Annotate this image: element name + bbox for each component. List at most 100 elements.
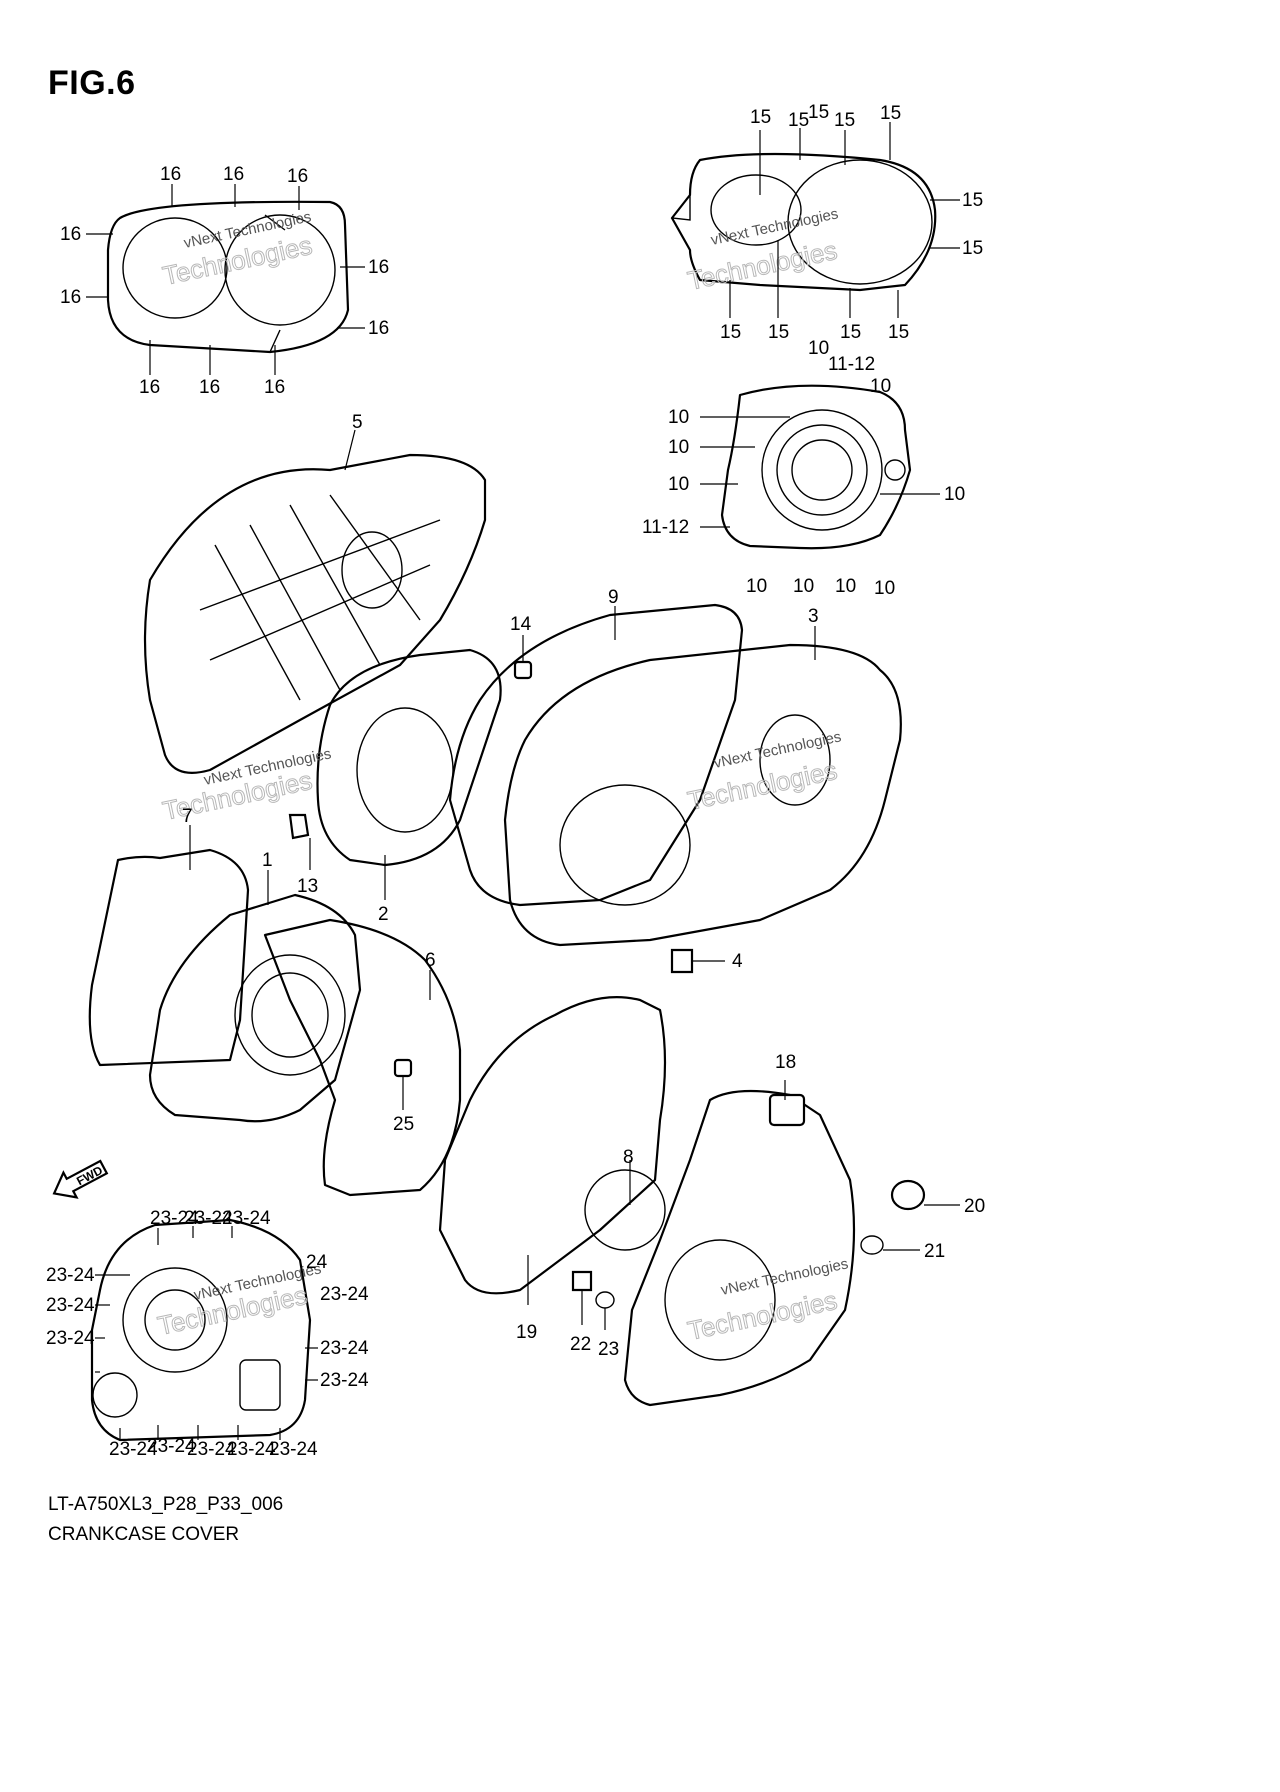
cover-17	[623, 1089, 856, 1407]
callout-15-k: 15	[888, 322, 909, 343]
dowel-14	[513, 660, 533, 680]
callout-10-i: 10	[835, 576, 856, 597]
callout-16-f: 16	[368, 257, 389, 278]
cover-23-bore-inner	[144, 1289, 206, 1351]
callout-13: 13	[297, 876, 318, 897]
gear-cover-port	[884, 459, 906, 481]
callout-23-b: 23-24	[184, 1208, 233, 1229]
callout-labels: 16 16 16 16 16 16 16 16 16 16 15 15 15 1…	[46, 102, 985, 1460]
watermarks: vNext Technologies vNext Technologies vN…	[155, 205, 850, 1346]
callout-15-c: 15	[808, 102, 829, 123]
callout-10-f: 10	[944, 484, 965, 505]
outer-cover-rib-d	[329, 494, 421, 621]
washer-22	[595, 1291, 615, 1309]
callout-16-a: 16	[160, 164, 181, 185]
callout-10-a: 10	[808, 338, 829, 359]
outer-cover-rib-f	[209, 564, 431, 661]
callout-10-d: 10	[668, 437, 689, 458]
callout-16-e: 16	[60, 287, 81, 308]
outer-clutch-cover-5	[143, 453, 487, 774]
cover-1	[148, 893, 362, 1123]
gasket-15-right-window	[787, 159, 933, 285]
crankcase-cover-3	[503, 643, 902, 947]
callout-10-b: 10	[870, 376, 891, 397]
gear-cover	[720, 384, 912, 550]
callout-10-e: 10	[668, 474, 689, 495]
callout-6: 6	[425, 950, 436, 971]
gasket-16-left-window	[122, 217, 228, 319]
plug-4	[670, 948, 694, 974]
callout-10-c: 10	[668, 407, 689, 428]
callout-11-12-b: 11-12	[642, 517, 689, 538]
callout-23-24: 24	[306, 1252, 328, 1273]
inner-clutch-cover-2-group	[316, 648, 502, 867]
crankcase-cover-gasket-9	[448, 603, 744, 907]
gasket-6	[263, 918, 462, 1197]
callout-23-g: 23-24	[46, 1328, 95, 1349]
callout-25: 25	[393, 1114, 414, 1135]
callout-16-d: 16	[60, 224, 81, 245]
outer-cover-vent	[341, 531, 403, 609]
bolt-13	[288, 813, 310, 840]
callout-16-h: 16	[139, 377, 160, 398]
callout-19: 20	[964, 1196, 985, 1217]
drain-bolt-21	[571, 1270, 593, 1292]
crankcase-cover-3-group	[503, 643, 902, 947]
callout-23-j: 23-24	[109, 1439, 158, 1460]
callout-22: 23	[598, 1339, 619, 1360]
callout-23-m: 23-24	[227, 1439, 276, 1460]
callout-5: 5	[352, 412, 363, 433]
callout-15-a: 15	[750, 107, 771, 128]
gasket-15-left-window	[710, 174, 802, 246]
gasket-16-group	[106, 200, 350, 354]
cover-3-right-bore	[759, 714, 831, 806]
inner-clutch-cover-2	[316, 648, 502, 867]
callout-15-e: 15	[880, 103, 901, 124]
callout-10-g: 10	[746, 576, 767, 597]
watermark-outline-6: Technologies	[685, 1285, 840, 1346]
gasket-15-group	[670, 152, 937, 292]
callout-23-d: 23-24	[46, 1265, 95, 1286]
outer-cover-rib-a	[214, 544, 301, 701]
callout-23-a: 23-24	[150, 1208, 199, 1229]
cover-23-cap	[92, 1372, 138, 1418]
callout-20: 21	[924, 1241, 945, 1262]
leader-lines	[86, 122, 960, 1440]
callout-15-h: 15	[720, 322, 741, 343]
cover-1-bore-inner	[251, 972, 329, 1058]
gear-cover-group	[720, 384, 912, 550]
watermark-outline-3: Technologies	[685, 755, 840, 816]
callout-18: 19	[516, 1322, 537, 1343]
figure-title: FIG.6	[48, 64, 136, 102]
gasket-16-bridge	[264, 214, 286, 353]
callout-23-h: 23-24	[320, 1338, 369, 1359]
oil-cap-19	[890, 1179, 926, 1211]
callout-15-g: 15	[962, 238, 983, 259]
callout-23-e: 23-24	[46, 1295, 95, 1316]
callout-21: 22	[570, 1334, 591, 1355]
clutch-cover-gasket-16	[106, 200, 350, 354]
gasket-7	[88, 848, 250, 1067]
callout-23-c: 23-24	[222, 1208, 271, 1229]
callout-11-12-a: 11-12	[828, 354, 875, 375]
cover-23-plug	[239, 1359, 281, 1411]
callout-23-i: 23-24	[320, 1370, 369, 1391]
gear-cover-bore-outer	[761, 409, 883, 531]
outer-cover-rib-c	[289, 504, 381, 666]
callout-16-b: 16	[223, 164, 244, 185]
cover-23-group	[90, 1218, 312, 1442]
outer-cover-rib-b	[249, 524, 341, 691]
callout-1: 1	[262, 850, 273, 871]
forward-direction-badge: FWD	[52, 1159, 109, 1199]
diagram-caption: CRANKCASE COVER	[48, 1524, 240, 1545]
outer-clutch-cover-5-group	[143, 453, 487, 774]
callout-10-h: 10	[793, 576, 814, 597]
callout-15-d: 15	[834, 110, 855, 131]
cover-23-bore-outer	[122, 1267, 228, 1373]
cover-17-filler	[768, 1093, 806, 1127]
callout-4: 4	[732, 951, 743, 972]
cover-1-group	[148, 893, 362, 1123]
callout-7: 7	[182, 806, 193, 827]
callout-23-n: 23-24	[269, 1439, 318, 1460]
